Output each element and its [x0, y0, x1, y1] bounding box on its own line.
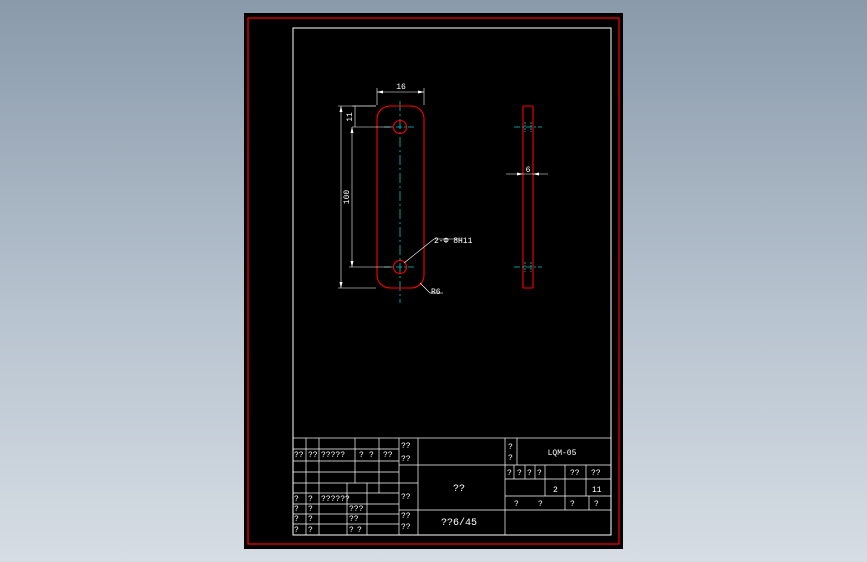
radius-leader — [419, 282, 431, 294]
svg-text:?: ? — [537, 469, 542, 478]
svg-text:??: ?? — [570, 469, 580, 478]
svg-text:??: ?? — [308, 451, 318, 460]
offset-dimension-text: 11 — [346, 112, 355, 122]
hole-callout-text: 2-Φ 8H11 — [434, 237, 473, 246]
svg-text:?: ? — [349, 526, 354, 535]
title-block-text: ?? ?? ????? ? ? ?? ? ? ?????? ? ? ??? ? … — [294, 442, 602, 535]
svg-text:??: ?? — [401, 493, 411, 502]
svg-text:?: ? — [294, 526, 299, 535]
title-block — [292, 437, 612, 536]
svg-text:??: ?? — [401, 523, 411, 532]
sheet-value: 11 — [592, 486, 602, 495]
svg-text:?: ? — [359, 451, 364, 460]
thickness-dimension-text: 6 — [526, 166, 531, 175]
svg-text:?: ? — [369, 451, 374, 460]
length-dimension-text: 100 — [343, 190, 352, 205]
svg-text:??: ?? — [401, 455, 411, 464]
svg-text:?: ? — [527, 469, 532, 478]
svg-text:??: ?? — [591, 469, 601, 478]
svg-text:?????: ????? — [321, 451, 345, 460]
plate-outline — [376, 105, 425, 289]
svg-text:?: ? — [507, 469, 512, 478]
svg-text:?: ? — [357, 526, 362, 535]
svg-text:??: ?? — [383, 451, 393, 460]
svg-text:?: ? — [594, 500, 599, 509]
top-hole — [392, 119, 408, 135]
hole-leader — [403, 238, 435, 264]
svg-text:??: ?? — [401, 442, 411, 451]
part-name: ?? — [453, 484, 465, 495]
cad-drawing: 16 11 100 2-Φ 8H11 R6 — [247, 17, 620, 545]
drawing-sheet: 16 11 100 2-Φ 8H11 R6 — [244, 13, 623, 549]
svg-text:?: ? — [570, 500, 575, 509]
svg-text:?: ? — [508, 454, 513, 463]
svg-text:???: ??? — [349, 505, 364, 514]
side-plate-outline — [522, 105, 534, 289]
svg-text:?: ? — [514, 500, 519, 509]
radius-text: R6 — [431, 288, 441, 297]
scale-value: 2 — [553, 486, 558, 495]
width-dimension-text: 16 — [396, 83, 406, 92]
svg-text:?: ? — [308, 505, 313, 514]
svg-text:?: ? — [308, 526, 313, 535]
svg-text:?: ? — [517, 469, 522, 478]
material-text: ??6/45 — [441, 517, 477, 529]
svg-text:?: ? — [294, 515, 299, 524]
svg-text:?: ? — [294, 495, 299, 504]
outer-frame — [247, 17, 620, 545]
svg-text:??: ?? — [294, 451, 304, 460]
svg-text:?: ? — [294, 505, 299, 514]
svg-text:?: ? — [538, 500, 543, 509]
bottom-hole — [392, 259, 408, 275]
side-view: 6 — [506, 105, 548, 289]
svg-text:?: ? — [308, 515, 313, 524]
drawing-number: LQM-05 — [548, 449, 577, 458]
svg-text:?: ? — [308, 495, 313, 504]
svg-text:?: ? — [508, 443, 513, 452]
svg-text:??: ?? — [401, 512, 411, 521]
front-view: 16 11 100 2-Φ 8H11 R6 — [338, 83, 473, 303]
svg-text:??????: ?????? — [321, 495, 350, 504]
svg-text:??: ?? — [349, 515, 359, 524]
